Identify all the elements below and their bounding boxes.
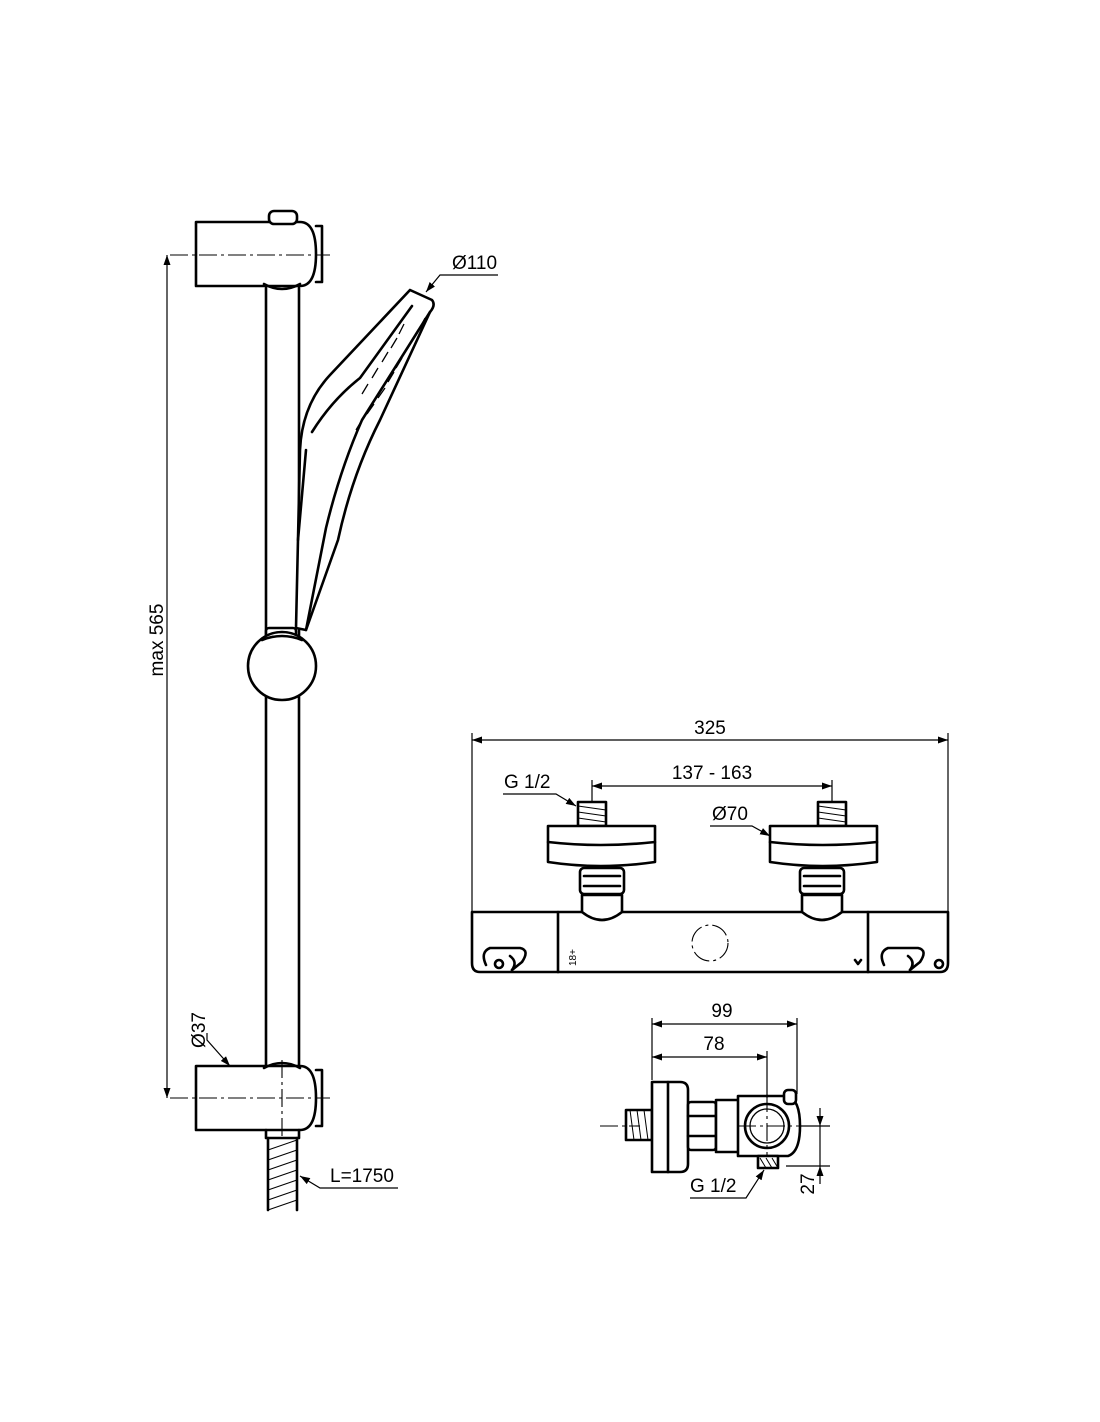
hose-length-callout: L=1750 xyxy=(299,1166,398,1189)
side-inlet-stub xyxy=(624,1108,654,1142)
right-inlet-connector xyxy=(768,800,879,922)
front-thread-callout: G 1/2 xyxy=(503,772,577,807)
escutcheon-diameter-label: Ø70 xyxy=(712,804,748,825)
depth-centre-dimension: 78 xyxy=(652,1034,768,1098)
depth-total-dimension: 99 xyxy=(651,1001,798,1094)
inlet-centres-dimension: 137 - 163 xyxy=(591,763,833,802)
side-escutcheon xyxy=(650,1080,690,1174)
shower-rail-assembly xyxy=(170,209,435,1212)
depth-centre-label: 78 xyxy=(703,1034,724,1055)
valve-side-view xyxy=(600,1080,810,1174)
slider-holder xyxy=(246,626,318,702)
outlet-offset-label: 27 xyxy=(798,1173,819,1194)
hand-shower xyxy=(294,288,435,632)
shower-head-diameter-label: Ø110 xyxy=(452,253,497,274)
rail-height-dimension: max 565 xyxy=(147,255,171,1098)
valve-width-label: 325 xyxy=(694,718,726,739)
left-inlet-connector xyxy=(546,800,657,922)
rail-diameter-callout: Ø37 xyxy=(189,1012,231,1067)
side-thread-callout: G 1/2 xyxy=(690,1169,765,1199)
depth-total-label: 99 xyxy=(711,1001,732,1022)
top-wall-bracket xyxy=(194,209,324,291)
shower-hose xyxy=(266,1136,299,1212)
outlet-offset-dimension: 27 xyxy=(786,1108,830,1195)
escutcheon-diameter-callout: Ø70 xyxy=(710,804,771,837)
rail-diameter-label: Ø37 xyxy=(189,1012,210,1048)
temperature-marker xyxy=(691,924,729,962)
side-thread-label: G 1/2 xyxy=(690,1176,736,1197)
side-nut xyxy=(686,1100,718,1152)
front-thread-label: G 1/2 xyxy=(504,772,550,793)
rail-height-label: max 565 xyxy=(147,604,168,677)
bottom-wall-bracket xyxy=(194,1061,324,1140)
shower-head-diameter-callout: Ø110 xyxy=(425,253,498,293)
svg-text:18+: 18+ xyxy=(568,949,579,966)
valve-width-dimension: 325 xyxy=(471,718,949,912)
hose-length-label: L=1750 xyxy=(330,1166,394,1187)
valve-front-view: 18+ xyxy=(470,800,950,974)
inlet-centres-label: 137 - 163 xyxy=(672,763,752,784)
valve-body xyxy=(470,910,950,974)
